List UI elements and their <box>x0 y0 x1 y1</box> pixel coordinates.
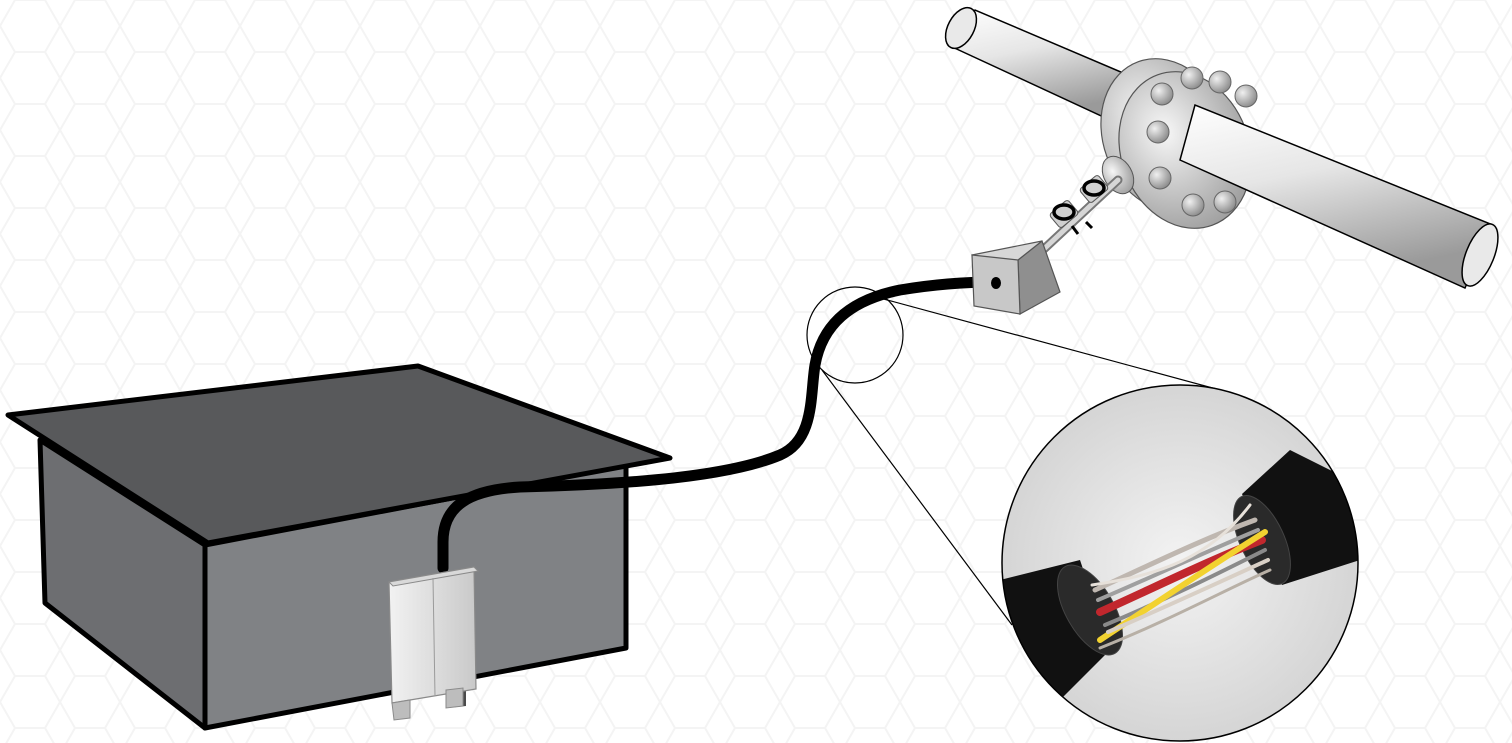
diagram-canvas <box>0 0 1512 743</box>
diagram-svg <box>0 0 1512 743</box>
